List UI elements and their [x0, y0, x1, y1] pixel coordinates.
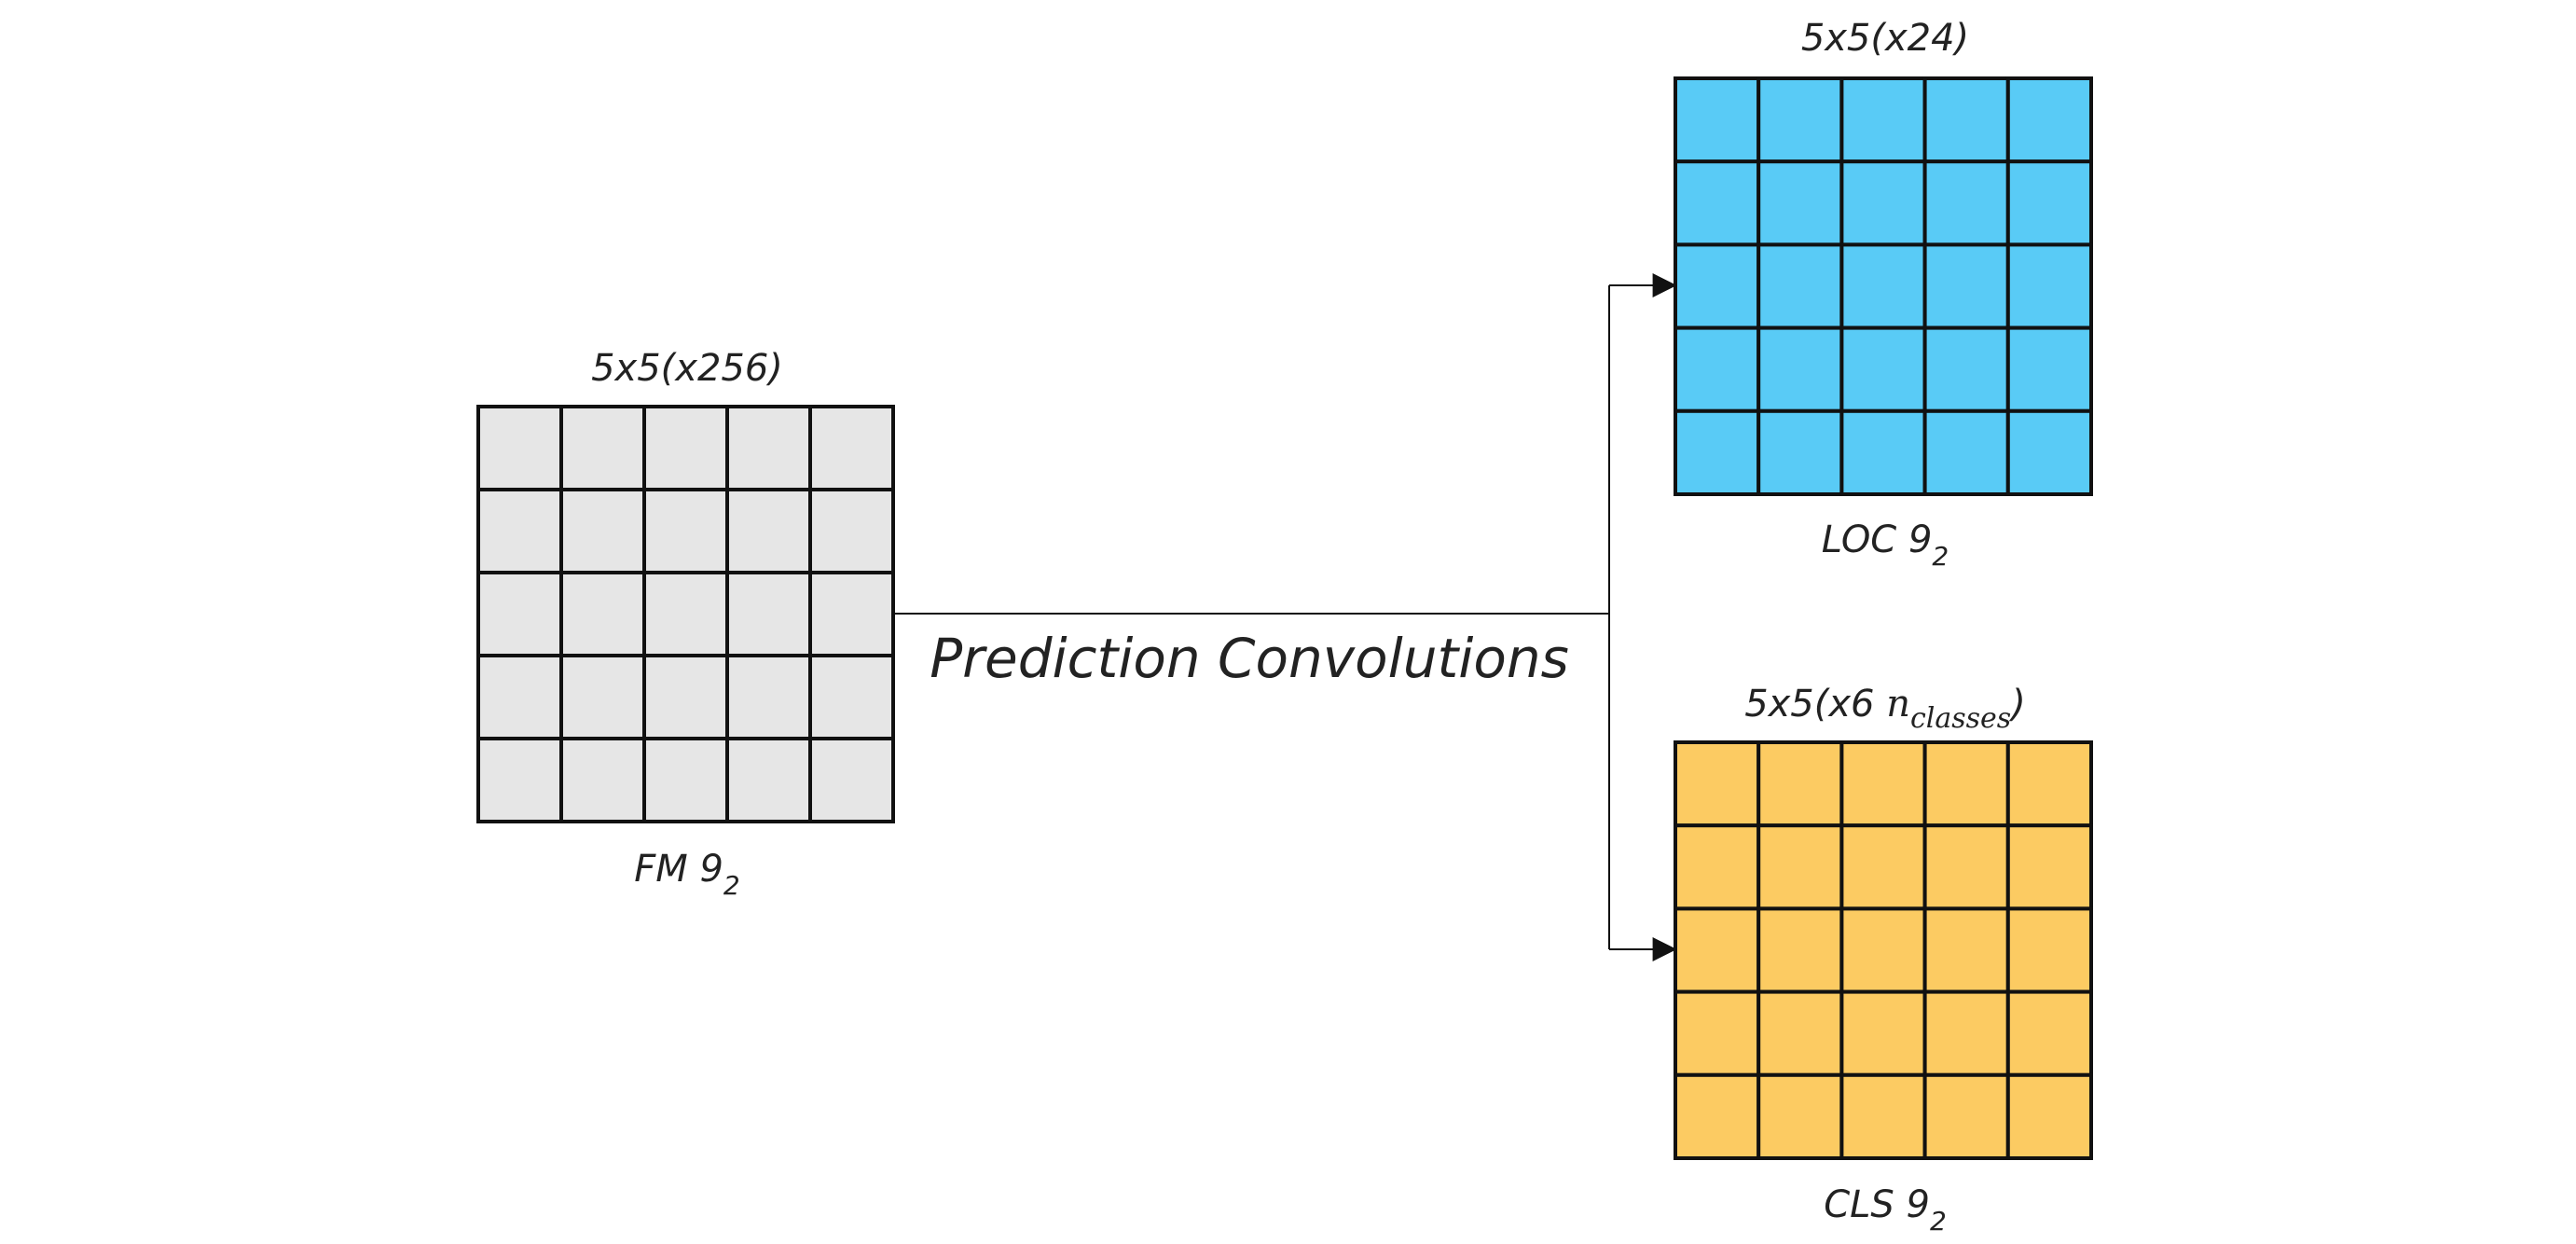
classification-cell [2005, 740, 2094, 828]
localization-cell [1674, 325, 1761, 413]
localization-cell [1922, 242, 2010, 330]
feature-map-cell [559, 654, 646, 740]
classification-cell [2005, 906, 2094, 994]
localization-cell [1674, 76, 1761, 164]
localization-cell [1922, 408, 2010, 496]
feature-map-grid [476, 405, 895, 823]
localization-cell [1756, 325, 1844, 413]
classification-dims-variable-subscript: classes [1910, 702, 2011, 735]
classification-cell [1674, 906, 1761, 994]
localization-cell [2005, 159, 2094, 247]
classification-cell [1922, 989, 2010, 1077]
classification-cell [1674, 989, 1761, 1077]
classification-cell [1839, 740, 1927, 828]
feature-map-dims-label: 5x5(x256) [591, 347, 783, 390]
localization-cell [1922, 76, 2010, 164]
localization-cell [1674, 408, 1761, 496]
feature-map-cell [808, 654, 895, 740]
localization-cell [1674, 242, 1761, 330]
classification-cell [1922, 906, 2010, 994]
localization-cell [2005, 242, 2094, 330]
localization-cell [1756, 76, 1844, 164]
feature-map-cell [559, 737, 646, 823]
feature-map-cell [476, 488, 563, 574]
classification-cell [1922, 823, 2010, 911]
feature-map-cell [559, 405, 646, 491]
classification-dims-suffix: ) [2008, 683, 2026, 726]
feature-map-cell [808, 737, 895, 823]
localization-cell [2005, 408, 2094, 496]
classification-cell [1839, 1072, 1927, 1161]
feature-map-cell [476, 405, 563, 491]
feature-map-cell [808, 571, 895, 657]
localization-cell [2005, 325, 2094, 413]
classification-cell [1756, 989, 1844, 1077]
feature-map-cell [725, 571, 812, 657]
localization-cell [1922, 159, 2010, 247]
feature-map-cell [476, 654, 563, 740]
classification-cell [1756, 906, 1844, 994]
classification-dims-variable: n [1886, 683, 1910, 726]
feature-map-cell [642, 405, 729, 491]
localization-name-label: LOC 92 [1822, 518, 1949, 572]
localization-cell [2005, 76, 2094, 164]
feature-map-cell [559, 488, 646, 574]
localization-cell [1756, 408, 1844, 496]
feature-map-cell [642, 737, 729, 823]
classification-cell [1674, 740, 1761, 828]
localization-cell [1839, 242, 1927, 330]
feature-map-name-label: FM 92 [634, 848, 740, 901]
feature-map-cell [725, 488, 812, 574]
classification-cell [1839, 989, 1927, 1077]
feature-map-cell [642, 654, 729, 740]
classification-cell [2005, 823, 2094, 911]
feature-map-cell [808, 405, 895, 491]
classification-cell [2005, 1072, 2094, 1161]
feature-map-cell [725, 737, 812, 823]
classification-dims-label: 5x5(x6 nclasses) [1744, 683, 2026, 735]
feature-map-cell [642, 571, 729, 657]
classification-grid [1674, 740, 2094, 1161]
localization-cell [1839, 159, 1927, 247]
classification-cell [1922, 1072, 2010, 1161]
classification-cell [1756, 823, 1844, 911]
feature-map-cell [559, 571, 646, 657]
localization-dims-label: 5x5(x24) [1801, 17, 1969, 60]
classification-name-subscript: 2 [1930, 1206, 1947, 1237]
localization-cell [1922, 325, 2010, 413]
localization-cell [1839, 408, 1927, 496]
localization-grid [1674, 76, 2094, 496]
feature-map-cell [476, 737, 563, 823]
localization-name-subscript: 2 [1932, 541, 1949, 572]
feature-map-cell [808, 488, 895, 574]
classification-name-label: CLS 92 [1824, 1183, 1947, 1237]
classification-cell [1839, 906, 1927, 994]
localization-cell [1674, 159, 1761, 247]
feature-map-cell [476, 571, 563, 657]
prediction-convolutions-label: Prediction Convolutions [930, 627, 1569, 690]
classification-cell [1756, 740, 1844, 828]
classification-cell [1756, 1072, 1844, 1161]
feature-map-cell [642, 488, 729, 574]
classification-cell [1839, 823, 1927, 911]
localization-cell [1839, 325, 1927, 413]
classification-cell [1922, 740, 2010, 828]
localization-name-text: LOC 9 [1822, 518, 1933, 561]
classification-dims-prefix: 5x5(x6 [1744, 683, 1886, 726]
classification-name-text: CLS 9 [1824, 1183, 1930, 1226]
classification-cell [1674, 1072, 1761, 1161]
classification-cell [1674, 823, 1761, 911]
feature-map-name-text: FM 9 [634, 848, 723, 891]
feature-map-cell [725, 654, 812, 740]
feature-map-cell [725, 405, 812, 491]
feature-map-name-subscript: 2 [723, 870, 740, 901]
localization-cell [1756, 242, 1844, 330]
localization-cell [1756, 159, 1844, 247]
classification-cell [2005, 989, 2094, 1077]
localization-cell [1839, 76, 1927, 164]
